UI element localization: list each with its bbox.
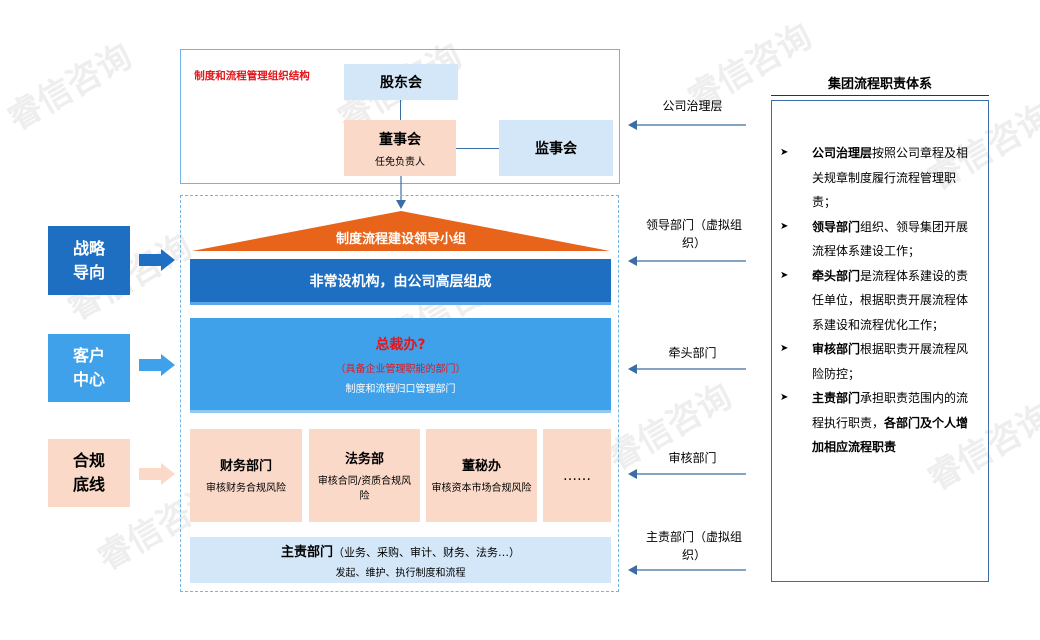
responsibility-item-bold: 牵头部门 [812, 268, 861, 283]
leadership-group-bar: 非常设机构，由公司高层组成 [190, 259, 611, 305]
leadership-group-title: 制度流程建设领导小组 [335, 231, 466, 247]
dept-name: 财务部门 [219, 459, 272, 474]
responsibility-item: ➤ 主责部门承担职责范围内的流程执行职责，各部门及个人增加相应流程职责 [780, 386, 974, 460]
arrow-bullet-icon: ➤ [780, 343, 789, 354]
board-label: 董事会 [379, 131, 421, 148]
governance-frame [180, 49, 620, 184]
board-of-supervisors-box: 监事会 [499, 120, 613, 176]
responsible-dept-box: 主责部门（业务、采购、审计、财务、法务…） 发起、维护、执行制度和流程 [190, 537, 611, 583]
right-arrow-icon [139, 354, 175, 376]
president-office-title: 总裁办? [375, 336, 426, 353]
left-label-compliance: 合规底线 [48, 439, 130, 507]
management-frame [180, 195, 619, 592]
president-office-sub: （具备企业管理职能的部门） [335, 363, 466, 375]
responsibility-item-text: 组织、领导集团开展流程体系建设工作； [812, 219, 969, 259]
shareholders-meeting-box: 股东会 [344, 64, 458, 100]
right-label-responsible-dept: 主责部门（虚拟组织） [645, 530, 742, 562]
dept-desc: 审核财务合规风险 [206, 483, 286, 494]
responsibility-item-text: 是流程体系建设的责任单位，根据职责开展流程体系建设和流程优化工作； [812, 268, 969, 332]
responsibility-system-title: 集团流程职责体系 [771, 70, 989, 96]
responsible-dept-line1: 主责部门（业务、采购、审计、财务、法务…） [281, 541, 520, 560]
connector-shareholders-board [400, 100, 401, 120]
dept-name: 法务部 [344, 451, 384, 467]
left-label-text: 合规底线 [72, 451, 105, 494]
responsibility-item-text: 按照公司章程及相关规章制度履行流程管理职责； [812, 146, 969, 209]
arrow-bullet-icon: ➤ [780, 392, 789, 403]
dept-more-box: …… [543, 429, 611, 522]
down-arrow-icon [396, 176, 406, 209]
left-arrow-icon [628, 364, 746, 374]
responsibility-system-panel: ➤ 公司治理层按照公司章程及相关规章制度履行流程管理职责； ➤ 领导部门组织、领… [771, 100, 989, 582]
left-label-text: 战略导向 [72, 238, 105, 282]
right-arrow-icon [139, 463, 175, 485]
responsibility-item-bold: 审核部门 [812, 342, 861, 356]
dept-board-secretary-box: 董秘办 审核资本市场合规风险 [426, 429, 537, 522]
watermark: 睿信咨询 [0, 36, 139, 139]
dept-name: 董秘办 [461, 459, 501, 474]
connector-board-supervisors [456, 148, 499, 149]
responsibility-item: ➤ 公司治理层按照公司章程及相关规章制度履行流程管理职责； [780, 141, 974, 215]
responsible-dept-name: 主责部门 [280, 545, 333, 560]
responsibility-item: ➤ 审核部门根据职责开展流程风险防控； [780, 337, 974, 386]
left-label-strategy: 战略导向 [48, 226, 130, 295]
board-of-directors-box: 董事会 任免负责人 [344, 120, 456, 176]
responsibility-item-text: 承担职责范围内的流程执行职责， [812, 391, 969, 430]
board-sub-label: 任免负责人 [375, 156, 425, 168]
responsibility-item-text: 根据职责开展流程风险防控； [812, 342, 969, 381]
left-arrow-icon [628, 469, 746, 479]
left-arrow-icon [628, 256, 746, 266]
left-label-customer: 客户中心 [48, 334, 130, 402]
right-label-governance: 公司治理层 [662, 99, 723, 113]
left-arrow-icon [628, 120, 746, 130]
responsibility-item-bold: 公司治理层 [812, 146, 873, 160]
dept-legal-box: 法务部 审核合同/资质合规风险 [309, 429, 420, 522]
dept-desc: 审核资本市场合规风险 [431, 483, 532, 494]
president-office-box: 总裁办? （具备企业管理职能的部门） 制度和流程归口管理部门 [190, 318, 611, 413]
dept-finance-box: 财务部门 审核财务合规风险 [190, 429, 302, 522]
responsibility-item: ➤ 领导部门组织、领导集团开展流程体系建设工作； [780, 215, 974, 264]
arrow-bullet-icon: ➤ [780, 220, 789, 232]
right-label-leadership: 领导部门（虚拟组织） [645, 218, 742, 250]
responsibility-item-bold: 主责部门 [812, 391, 861, 405]
org-structure-title: 制度和流程管理组织结构 [194, 70, 310, 82]
left-arrow-icon [628, 565, 746, 575]
right-label-lead-dept: 牵头部门 [668, 346, 717, 360]
responsible-dept-scope: （业务、采购、审计、财务、法务…） [333, 546, 520, 559]
responsibility-item: ➤ 牵头部门是流程体系建设的责任单位，根据职责开展流程体系建设和流程优化工作； [780, 264, 974, 338]
president-office-desc: 制度和流程归口管理部门 [345, 383, 456, 395]
right-label-review-dept: 审核部门 [668, 451, 717, 465]
dept-desc: 审核合同/资质合规风险 [317, 475, 412, 502]
leadership-roof-shape [192, 211, 610, 251]
right-arrow-icon [139, 249, 175, 271]
responsibility-item-bold: 领导部门 [812, 219, 861, 234]
left-label-text: 客户中心 [72, 346, 105, 389]
arrow-bullet-icon: ➤ [780, 269, 789, 281]
responsible-dept-desc: 发起、维护、执行制度和流程 [335, 568, 466, 579]
arrow-bullet-icon: ➤ [780, 147, 789, 158]
responsibility-item-bold-tail: 各部门及个人增加相应流程职责 [812, 415, 969, 455]
